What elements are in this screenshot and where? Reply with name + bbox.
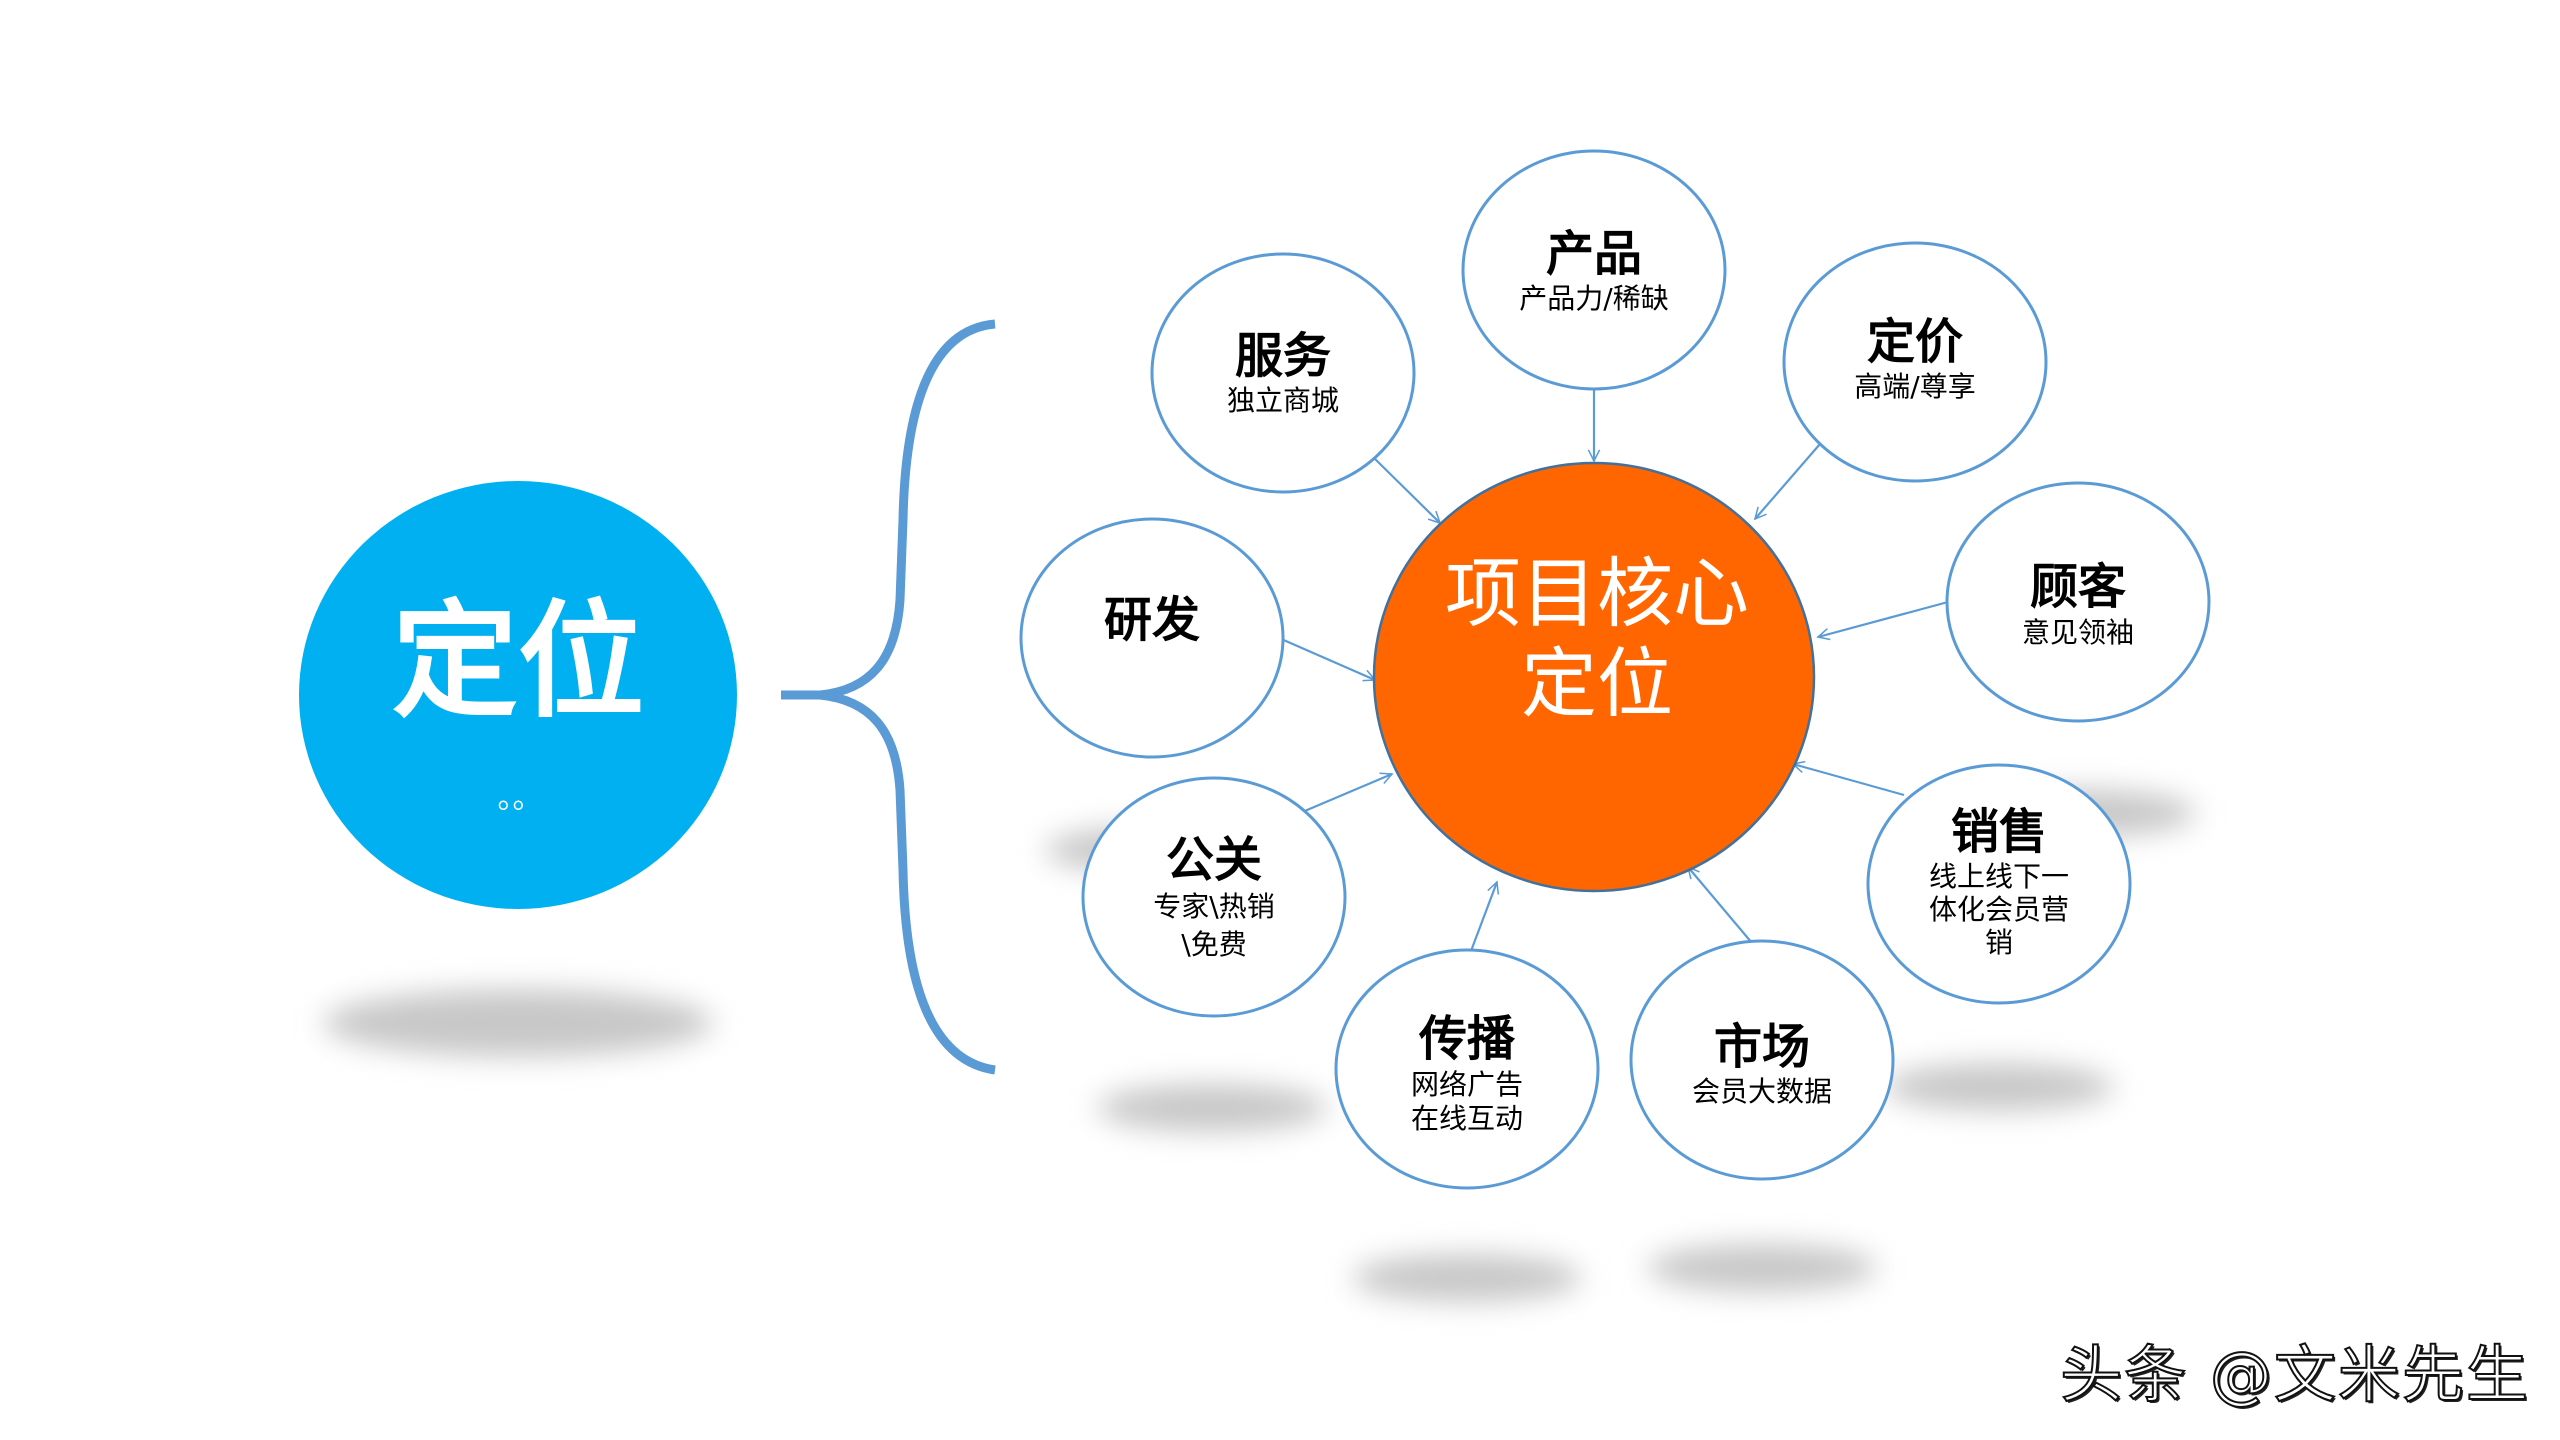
node-circle [1461,149,1727,391]
node-title: 公关 [1166,832,1262,888]
node-shadow [1097,1084,1327,1132]
node-subtitle: 产品力/稀缺 [1519,282,1668,315]
node-subtitle: 独立商城 [1227,384,1339,417]
node-subtitle: 会员大数据 [1692,1075,1832,1108]
arrow-rnd [1278,636,1375,680]
node-subtitle: 专家\热销 [1153,890,1274,923]
node-title: 市场 [1714,1019,1810,1075]
node-subtitle: 在线互动 [1411,1102,1523,1135]
arrow-market [1688,867,1753,944]
node-subtitle: 线上线下一 [1929,860,2069,893]
hub-shadow [323,989,713,1057]
curly-bracket [781,319,996,1075]
node-title: 传播 [1418,1011,1516,1067]
node-pr: 公关 专家\热销 \免费 [1081,776,1347,1018]
center-circle [1372,461,1816,893]
node-pricing: 定价 高端/尊享 [1782,241,2048,483]
node-circle [1019,517,1285,759]
node-title: 产品 [1546,226,1642,282]
node-circle [1081,776,1347,1018]
node-subtitle: 销 [1985,926,2013,959]
node-circle [1629,939,1895,1181]
arrow-customer [1818,600,1949,637]
arrow-pricing [1755,443,1821,519]
node-title: 销售 [1951,804,2047,860]
arrow-pr [1299,774,1392,815]
node-customer: 顾客 意见领袖 [1945,481,2211,723]
node-product: 产品 产品力/稀缺 [1461,149,1727,391]
node-circle [1782,241,2048,483]
node-promotion: 传播 网络广告 在线互动 [1334,948,1600,1190]
node-circle [1866,763,2132,1005]
node-market: 市场 会员大数据 [1629,939,1895,1181]
node-shadow [1352,1254,1582,1302]
node-subtitle: 网络广告 [1411,1068,1523,1101]
arrow-promotion [1469,882,1497,952]
node-shadow [1647,1244,1877,1292]
node-title: 研发 [1104,592,1200,648]
node-title: 定价 [1867,314,1963,370]
center-line-2: 定位 [1521,639,1673,728]
hub-node: 定位 。。 [299,481,737,909]
node-subtitle: 高端/尊享 [1854,370,1975,403]
connectors [1278,389,1949,952]
node-title: 服务 [1235,328,1331,384]
arrow-service [1372,456,1440,523]
node-subtitle: 体化会员营 [1929,893,2069,926]
node-circle [1945,481,2211,723]
node-subtitle: \免费 [1181,928,1246,961]
hub-circle [299,481,737,909]
node-service: 服务 独立商城 [1150,252,1416,494]
node-circle [1334,948,1600,1190]
hub-title: 定位 [392,588,644,735]
hub-dots: 。。 [498,781,543,816]
node-subtitle: 意见领袖 [2022,616,2134,649]
node-title: 顾客 [2030,559,2126,615]
watermark: 头条 @文米先生 [2059,1337,2530,1412]
center-node: 项目核心 定位 [1372,461,1816,893]
node-rnd: 研发 [1019,517,1285,759]
node-shadow [1884,1063,2114,1111]
center-line-1: 项目核心 [1445,549,1749,638]
node-circle [1150,252,1416,494]
node-sales: 销售 线上线下一 体化会员营 销 [1866,763,2132,1005]
arrow-sales [1793,764,1905,797]
